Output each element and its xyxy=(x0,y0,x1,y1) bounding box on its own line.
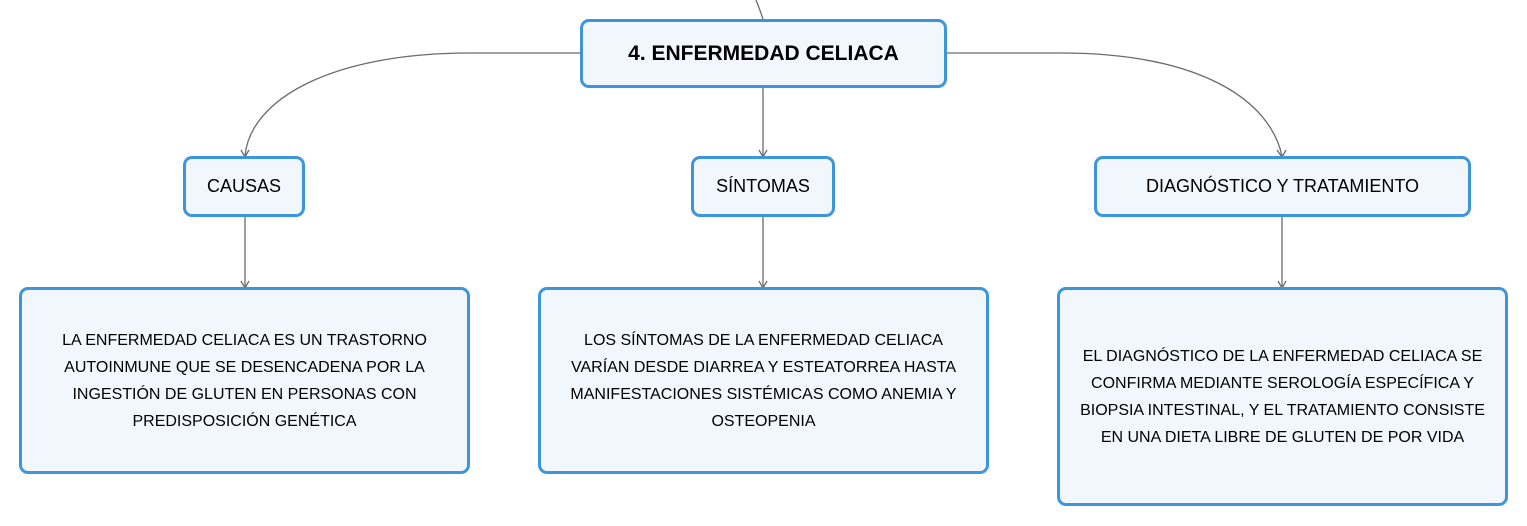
subtopic-node-diagnostico-description[interactable]: EL DIAGNÓSTICO DE LA ENFERMEDAD CELIACA … xyxy=(1057,287,1508,506)
connector-root-to-causas xyxy=(244,52,580,157)
connector-root-to-diagnostico xyxy=(947,52,1283,157)
subtopic-node-causas-description[interactable]: LA ENFERMEDAD CELIACA ES UN TRASTORNO AU… xyxy=(19,287,470,474)
sintomas-description-text: LOS SÍNTOMAS DE LA ENFERMEDAD CELIACA VA… xyxy=(570,331,957,430)
root-topic-label: 4. ENFERMEDAD CELIACA xyxy=(628,41,899,65)
topic-node-sintomas[interactable]: SÍNTOMAS xyxy=(691,156,835,217)
causas-description-text: LA ENFERMEDAD CELIACA ES UN TRASTORNO AU… xyxy=(62,331,427,430)
subtopic-node-sintomas-description[interactable]: LOS SÍNTOMAS DE LA ENFERMEDAD CELIACA VA… xyxy=(538,287,989,474)
connector-parent-to-root xyxy=(755,0,764,20)
diagnostico-description-text: EL DIAGNÓSTICO DE LA ENFERMEDAD CELIACA … xyxy=(1080,347,1485,446)
root-topic-node[interactable]: 4. ENFERMEDAD CELIACA xyxy=(580,19,947,88)
topic-node-causas[interactable]: CAUSAS xyxy=(183,156,305,217)
topic-label-diagnostico-tratamiento: DIAGNÓSTICO Y TRATAMIENTO xyxy=(1145,176,1420,196)
topic-label-sintomas: SÍNTOMAS xyxy=(716,176,810,196)
topic-label-causas: CAUSAS xyxy=(206,176,282,196)
topic-node-diagnostico-tratamiento[interactable]: DIAGNÓSTICO Y TRATAMIENTO xyxy=(1094,156,1471,217)
